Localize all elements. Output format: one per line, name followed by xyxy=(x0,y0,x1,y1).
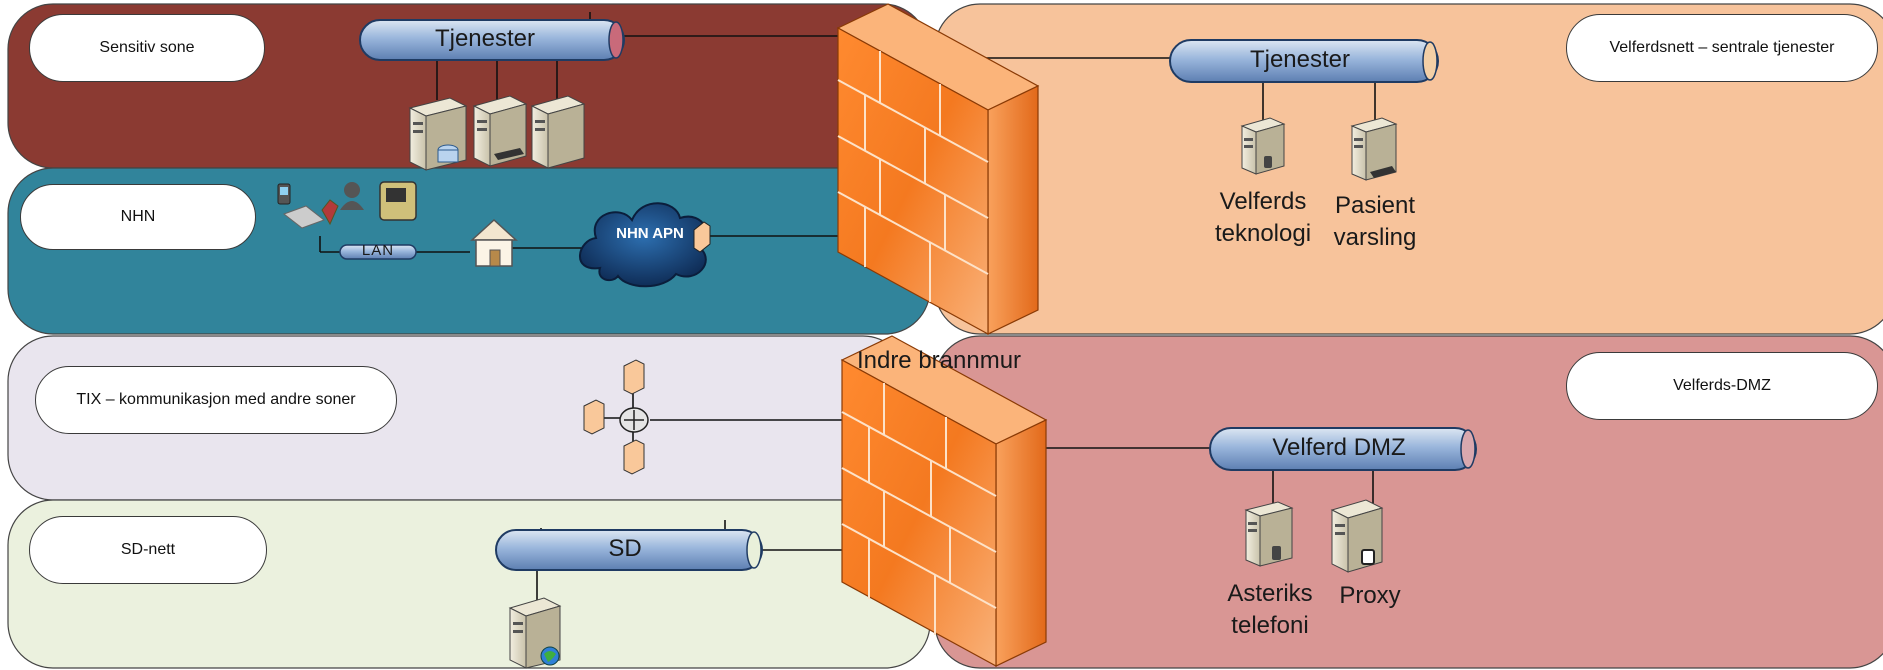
zone-label-velferdsnett: Velferdsnett – sentrale tjenester xyxy=(1566,14,1878,82)
bus-sd xyxy=(495,529,763,571)
server-icon xyxy=(1330,499,1384,573)
cloud-label-nhn-apn: NHN APN xyxy=(616,225,684,242)
server-label-line: Pasient xyxy=(1334,192,1416,219)
server-icon xyxy=(1240,117,1286,175)
firewall-lower-icon xyxy=(840,335,1048,668)
server-label-line: telefoni xyxy=(1231,612,1309,639)
server-icon xyxy=(408,97,468,171)
firewall-upper-icon xyxy=(836,3,1040,336)
zone-label-sensitiv: Sensitiv sone xyxy=(29,14,265,82)
zone-label-tix: TIX – kommunikasjon med andre soner xyxy=(35,366,397,434)
lan-bus xyxy=(339,244,417,260)
router-icon xyxy=(583,359,649,475)
server-label-line: Velferds xyxy=(1219,188,1307,215)
server-label-velferdsteknologi: Velferds teknologi xyxy=(1200,186,1326,250)
firewall-small-icon xyxy=(693,221,711,253)
server-icon xyxy=(508,597,562,669)
server-label-asteriks: Asteriks telefoni xyxy=(1212,578,1328,642)
server-label-proxy: Proxy xyxy=(1322,580,1418,612)
zone-label-sd: SD-nett xyxy=(29,516,267,584)
connection-lines xyxy=(319,12,1376,600)
server-label-line: teknologi xyxy=(1214,220,1312,247)
zone-label-velferds-dmz: Velferds-DMZ xyxy=(1566,352,1878,420)
workstation-devices-icon xyxy=(277,181,417,229)
zone-label-nhn: NHN xyxy=(20,184,256,250)
bus-label-velferd-tjenester: Tjenester xyxy=(1249,46,1351,73)
server-icon xyxy=(1244,501,1294,567)
server-icon xyxy=(1350,117,1398,181)
server-icon xyxy=(472,95,528,167)
server-label-line: varsling xyxy=(1333,224,1417,251)
bus-label-sd: SD xyxy=(608,535,642,562)
server-icon xyxy=(530,95,586,169)
server-label-line: Asteriks xyxy=(1227,580,1313,607)
bus-sensitiv-tjenester xyxy=(359,19,625,61)
bus-velferd-dmz xyxy=(1209,427,1477,471)
bus-label-sensitiv-tjenester: Tjenester xyxy=(434,25,536,52)
server-label-line: Proxy xyxy=(1339,582,1401,609)
house-icon xyxy=(470,218,518,267)
bus-velferd-tjenester xyxy=(1169,39,1439,83)
firewall-label: Indre brannmur xyxy=(856,347,1022,374)
server-label-pasientvarsling: Pasient varsling xyxy=(1322,190,1428,254)
bus-label-velferd-dmz: Velferd DMZ xyxy=(1272,434,1406,461)
cloud-icon xyxy=(579,202,709,288)
lan-label: LAN xyxy=(361,242,395,259)
